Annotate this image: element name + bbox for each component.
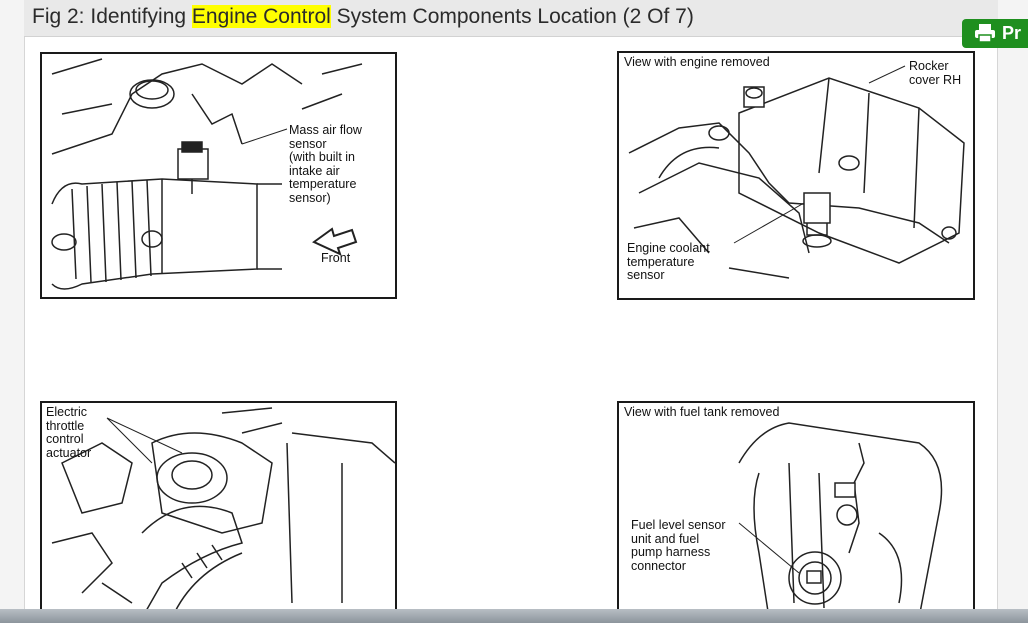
maf-sensor-label: Mass air flow sensor (with built in inta…	[289, 123, 362, 205]
left-margin	[0, 0, 25, 610]
print-button[interactable]: Pr	[962, 19, 1028, 48]
right-margin	[997, 0, 1028, 610]
throttle-actuator-figure: Electric throttle control actuator	[40, 401, 397, 620]
maf-sensor-figure: Mass air flow sensor (with built in inta…	[40, 52, 397, 299]
bottom-scroll-bar	[0, 609, 1028, 623]
maf-sensor-drawing	[51, 58, 363, 290]
rocker-cover-label: Rocker cover RH	[909, 59, 962, 87]
printer-icon	[975, 24, 995, 43]
fuel-level-sensor-label: Fuel level sensor unit and fuel pump har…	[631, 518, 726, 573]
throttle-actuator-label: Electric throttle control actuator	[46, 405, 92, 460]
engine-removed-view-label: View with engine removed	[624, 55, 770, 69]
throttle-actuator-drawing	[51, 407, 395, 618]
fuel-tank-removed-view-label: View with fuel tank removed	[624, 405, 780, 419]
coolant-sensor-label: Engine coolant temperature sensor	[627, 241, 710, 282]
front-label: Front	[321, 251, 351, 265]
figure-title: Fig 2: Identifying Engine Control System…	[32, 5, 694, 29]
fuel-sensor-figure: View with fuel tank removed Fuel level s…	[617, 401, 975, 620]
title-prefix: Fig 2: Identifying	[32, 5, 192, 28]
figure-title-bar: Fig 2: Identifying Engine Control System…	[24, 0, 998, 37]
ect-sensor-drawing	[628, 65, 965, 279]
title-suffix: System Components Location (2 Of 7)	[330, 5, 694, 28]
fuel-sensor-drawing	[738, 422, 943, 618]
title-highlight: Engine Control	[191, 5, 331, 28]
ect-sensor-figure: View with engine removed Rocker cover RH…	[617, 51, 975, 300]
print-label: Pr	[1002, 23, 1022, 43]
